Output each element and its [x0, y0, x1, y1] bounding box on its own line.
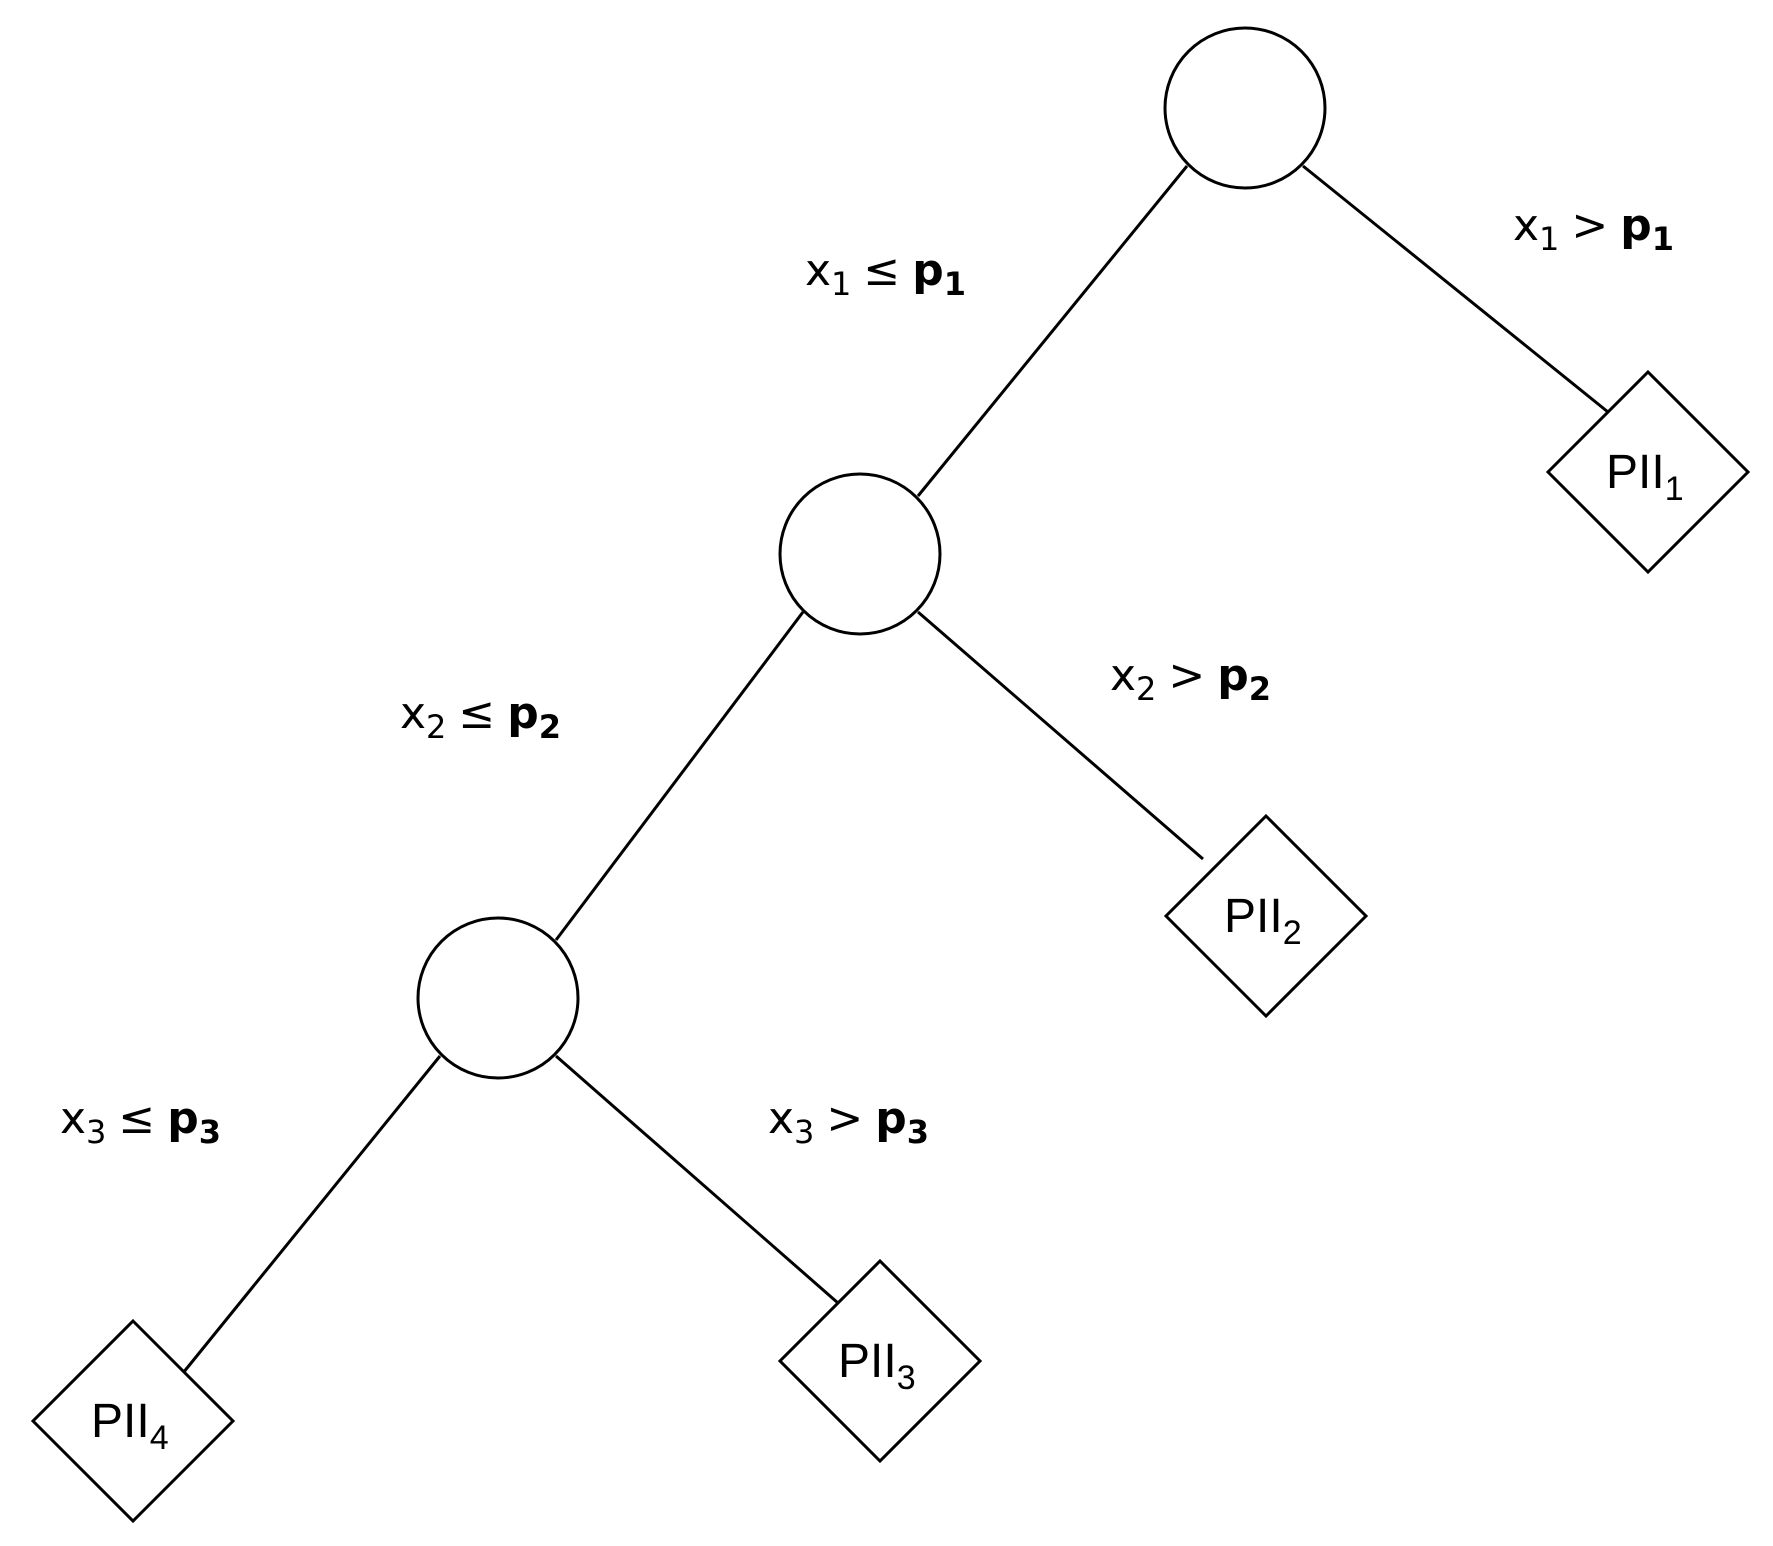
edge-line-n3-to-leaf3 [555, 1054, 839, 1305]
decision-node-n3 [416, 916, 580, 1080]
leaf-label-pii3: PII3 [838, 1335, 916, 1397]
leaf-label-pii1: PII1 [1606, 446, 1684, 508]
edge-label-x1-gt-p1: x1>p1 [1513, 200, 1674, 258]
edge-label-x3-gt-p3: x3>p3 [768, 1093, 929, 1151]
edge-line-n2-to-leaf2 [917, 610, 1204, 861]
edge-line-n2-to-n3 [554, 611, 805, 941]
leaf-label-pii2: PII2 [1224, 890, 1302, 952]
leaf-node-pii2 [1163, 813, 1369, 1019]
edge-line-root-to-leaf1 [1302, 164, 1609, 414]
decision-node-root [1163, 26, 1327, 190]
edge-line-n3-to-leaf4 [181, 1055, 442, 1374]
leaf-node-pii4 [30, 1318, 236, 1524]
edge-label-x1-le-p1: x1≤p1 [805, 245, 966, 303]
leaf-label-pii4: PII4 [91, 1395, 169, 1457]
edge-label-x2-le-p2: x2≤p2 [400, 688, 561, 746]
edge-label-x3-le-p3: x3≤p3 [60, 1093, 221, 1151]
leaf-node-pii1 [1545, 369, 1751, 575]
decision-node-n2 [778, 472, 942, 636]
leaf-node-pii3 [777, 1258, 983, 1464]
edge-label-x2-gt-p2: x2>p2 [1110, 650, 1271, 708]
edge-line-root-to-n2 [916, 165, 1189, 497]
